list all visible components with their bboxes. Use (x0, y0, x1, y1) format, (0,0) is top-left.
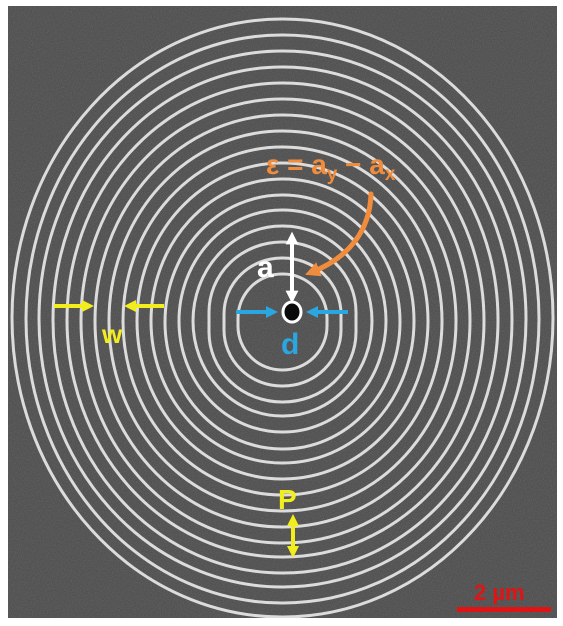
ring (177, 208, 388, 434)
ring (37, 49, 528, 589)
sem-image: ε = ay − ax a d w P 2 µm (8, 6, 557, 618)
ring (65, 81, 500, 559)
scale-bar-label: 2 µm (474, 580, 525, 605)
ring (79, 97, 486, 545)
d-label: d (281, 328, 300, 361)
ring (149, 177, 416, 465)
p-label: P (278, 484, 297, 515)
ring (163, 193, 402, 451)
ring (222, 256, 343, 388)
scale-bar (457, 607, 551, 612)
w-label: w (102, 319, 123, 349)
ring (51, 65, 514, 575)
grating-rings (10, 17, 555, 618)
ring (207, 240, 358, 404)
epsilon-arrow (305, 191, 374, 277)
ring (93, 113, 472, 529)
ring (135, 161, 430, 481)
ring (107, 129, 458, 513)
epsilon-sub-x: x (384, 164, 396, 185)
bullseye-structure (8, 6, 557, 618)
epsilon-sub-y: y (326, 164, 338, 185)
ring (121, 145, 444, 497)
ring (24, 33, 541, 605)
epsilon-minus: − a (337, 149, 385, 180)
epsilon-prefix: ε = a (266, 149, 327, 180)
epsilon-label: ε = ay − ax (266, 149, 396, 185)
ring (236, 272, 329, 372)
ring (191, 224, 374, 418)
ring (10, 17, 555, 618)
a-label: a (257, 251, 274, 284)
central-aperture (281, 300, 303, 324)
